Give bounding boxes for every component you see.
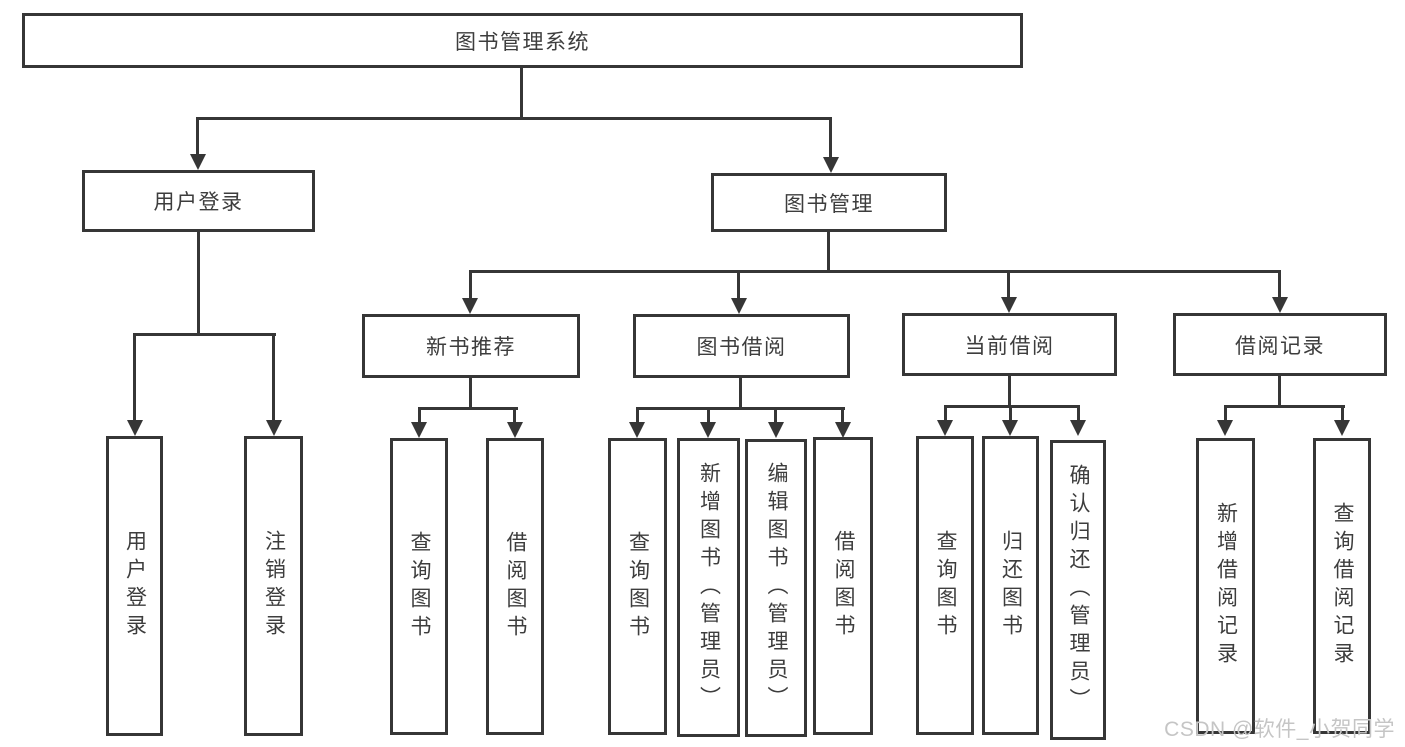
node-book-management: 图书管理 <box>711 173 947 232</box>
leaf-br-query-record-label: 查询借阅记录 <box>1331 502 1354 670</box>
leaf-user-login-label: 用户登录 <box>123 530 147 642</box>
connector-user-login-drop-1 <box>133 333 136 421</box>
connector-borrow-record-stem <box>1278 376 1281 407</box>
connector-user-login-stem <box>197 232 200 336</box>
connector-book-mgmt-drop-2 <box>737 270 740 298</box>
connector-book-mgmt-drop-4 <box>1278 270 1281 298</box>
arrow-down-leaf-user-login <box>127 420 143 436</box>
connector-root-hline <box>197 117 832 120</box>
connector-book-borrow-drop-3 <box>774 407 777 423</box>
node-current-borrow-label: 当前借阅 <box>964 334 1055 358</box>
node-user-login-label: 用户登录 <box>153 191 244 214</box>
leaf-cb-query-books: 查询图书 <box>916 436 974 735</box>
node-root: 图书管理系统 <box>22 13 1023 68</box>
arrow-down-user-login <box>190 154 206 170</box>
node-new-book-recommend-label: 新书推荐 <box>426 336 516 359</box>
csdn-watermark: CSDN @软件_小贺同学 <box>1164 718 1395 741</box>
arrow-down-cb-confirm <box>1070 420 1086 436</box>
connector-book-mgmt-stem <box>827 232 830 273</box>
leaf-br-add-record: 新增借阅记录 <box>1196 438 1255 734</box>
connector-book-mgmt-hline <box>469 270 1281 273</box>
leaf-user-login: 用户登录 <box>106 436 163 736</box>
arrow-down-book-borrow <box>731 298 747 314</box>
arrow-down-bb-borrow <box>835 422 851 438</box>
connector-current-borrow-drop-2 <box>1009 405 1012 421</box>
node-borrow-record: 借阅记录 <box>1173 313 1387 376</box>
arrow-down-new-book-recommend <box>462 298 478 314</box>
node-borrow-record-label: 借阅记录 <box>1235 334 1325 358</box>
connector-book-borrow-stem <box>739 378 742 409</box>
connector-root-drop-right <box>829 117 832 157</box>
arrow-down-br-add <box>1217 420 1233 436</box>
node-current-borrow: 当前借阅 <box>902 313 1117 376</box>
arrow-down-book-management <box>823 157 839 173</box>
connector-new-book-drop-1 <box>418 407 421 423</box>
arrow-down-bb-add <box>700 422 716 438</box>
connector-current-borrow-stem <box>1008 376 1011 407</box>
leaf-bb-query-books-label: 查询图书 <box>626 530 650 643</box>
leaf-nb-query-books: 查询图书 <box>390 438 448 735</box>
leaf-bb-borrow-books: 借阅图书 <box>813 437 873 735</box>
connector-new-book-hline <box>418 407 518 410</box>
leaf-cb-confirm-return-admin: 确认归还（管理员） <box>1050 440 1106 740</box>
node-root-label: 图书管理系统 <box>455 30 590 54</box>
leaf-nb-query-books-label: 查询图书 <box>408 530 431 643</box>
node-book-borrow-label: 图书借阅 <box>696 336 787 359</box>
connector-current-borrow-drop-3 <box>1077 405 1080 421</box>
node-new-book-recommend: 新书推荐 <box>362 314 580 378</box>
leaf-nb-borrow-books-label: 借阅图书 <box>504 530 527 643</box>
leaf-cb-return-books: 归还图书 <box>982 436 1039 735</box>
arrow-down-current-borrow <box>1001 297 1017 313</box>
connector-book-mgmt-drop-3 <box>1007 270 1010 298</box>
connector-current-borrow-drop-1 <box>944 405 947 421</box>
leaf-bb-edit-books-admin: 编辑图书（管理员） <box>745 439 807 737</box>
leaf-logout: 注销登录 <box>244 436 303 736</box>
leaf-bb-add-books-admin-label: 新增图书（管理员） <box>697 461 721 714</box>
node-book-management-label: 图书管理 <box>784 192 874 216</box>
connector-borrow-record-drop-1 <box>1224 405 1227 421</box>
leaf-bb-add-books-admin: 新增图书（管理员） <box>677 438 740 737</box>
node-book-borrow: 图书借阅 <box>633 314 850 378</box>
leaf-cb-query-books-label: 查询图书 <box>934 529 957 642</box>
leaf-cb-return-books-label: 归还图书 <box>999 529 1023 642</box>
leaf-nb-borrow-books: 借阅图书 <box>486 438 544 735</box>
arrow-down-leaf-logout <box>266 420 282 436</box>
leaf-bb-edit-books-admin-label: 编辑图书（管理员） <box>765 462 788 714</box>
connector-book-borrow-drop-2 <box>707 407 710 423</box>
connector-borrow-record-drop-2 <box>1341 405 1344 421</box>
node-user-login: 用户登录 <box>82 170 315 232</box>
leaf-br-query-record: 查询借阅记录 <box>1313 438 1371 734</box>
connector-book-borrow-drop-4 <box>841 407 844 423</box>
connector-book-borrow-hline <box>636 407 845 410</box>
leaf-logout-label: 注销登录 <box>262 530 286 642</box>
connector-user-login-drop-2 <box>272 333 275 421</box>
arrow-down-cb-return <box>1002 420 1018 436</box>
connector-user-login-hline <box>133 333 276 336</box>
connector-new-book-stem <box>469 378 472 409</box>
connector-book-mgmt-drop-1 <box>469 270 472 298</box>
arrow-down-br-query <box>1334 420 1350 436</box>
arrow-down-nb-borrow <box>507 422 523 438</box>
leaf-bb-borrow-books-label: 借阅图书 <box>832 530 855 642</box>
arrow-down-nb-query <box>411 422 427 438</box>
arrow-down-cb-query <box>937 420 953 436</box>
arrow-down-bb-edit <box>768 422 784 438</box>
connector-current-borrow-hline <box>944 405 1080 408</box>
arrow-down-bb-query <box>629 422 645 438</box>
connector-new-book-drop-2 <box>513 407 516 423</box>
arrow-down-borrow-record <box>1272 297 1288 313</box>
leaf-br-add-record-label: 新增借阅记录 <box>1214 502 1238 670</box>
connector-borrow-record-hline <box>1224 405 1345 408</box>
connector-root-stem <box>520 68 523 119</box>
connector-root-drop-left <box>196 117 199 155</box>
leaf-bb-query-books: 查询图书 <box>608 438 667 735</box>
leaf-cb-confirm-return-admin-label: 确认归还（管理员） <box>1067 464 1090 716</box>
connector-book-borrow-drop-1 <box>636 407 639 423</box>
